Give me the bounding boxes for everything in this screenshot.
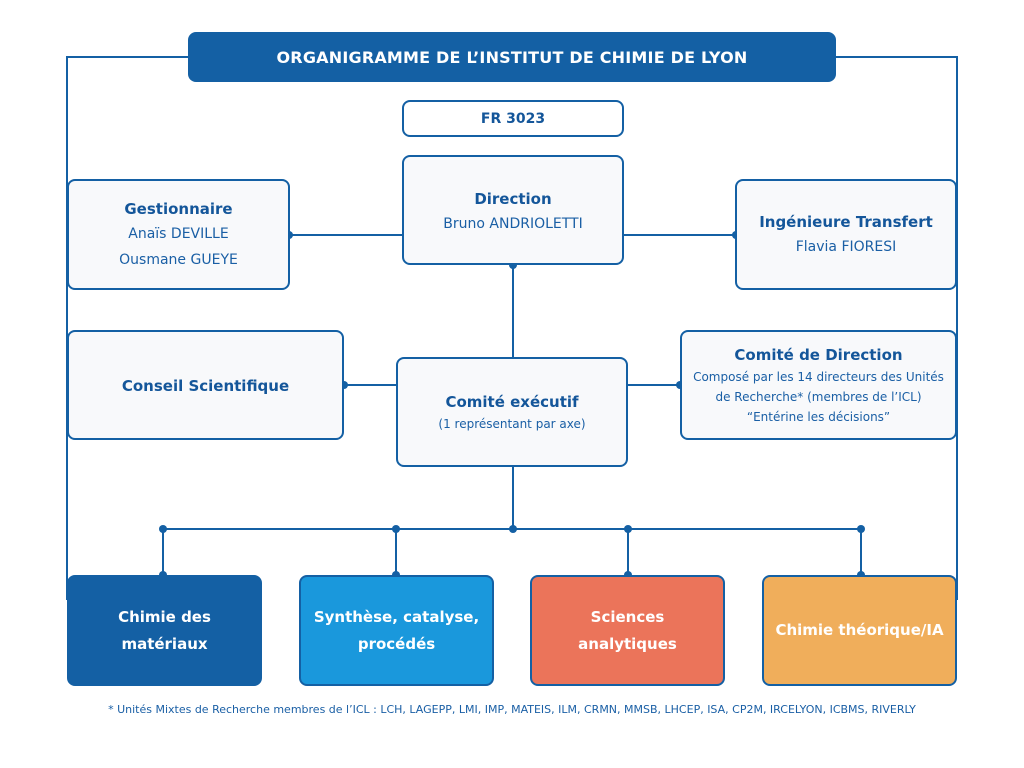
direction-box: Direction Bruno ANDRIOLETTI bbox=[402, 155, 624, 265]
direction-title: Direction bbox=[474, 190, 552, 208]
footnote: * Unités Mixtes de Recherche membres de … bbox=[108, 703, 916, 716]
axe-chimie-materiaux: Chimie des matériaux bbox=[67, 575, 262, 686]
ingenieure-transfert-name: Flavia FIORESI bbox=[795, 238, 897, 255]
comite-direction-line: Composé par les 14 directeurs des Unités bbox=[693, 370, 944, 384]
comite-direction-title: Comité de Direction bbox=[734, 346, 903, 364]
frame-right-line bbox=[836, 56, 958, 600]
connector-dot bbox=[624, 525, 632, 533]
comite-direction-box: Comité de Direction Composé par les 14 d… bbox=[680, 330, 957, 440]
fr-code-box: FR 3023 bbox=[402, 100, 624, 137]
chart-title-text: ORGANIGRAMME DE L’INSTITUT DE CHIMIE DE … bbox=[276, 47, 748, 67]
connector-dot bbox=[509, 525, 517, 533]
connector-dot bbox=[392, 525, 400, 533]
axe-label: Sciences analytiques bbox=[578, 607, 677, 653]
connector-dot bbox=[857, 525, 865, 533]
conseil-scientifique-title: Conseil Scientifique bbox=[121, 377, 290, 395]
axe-label: Synthèse, catalyse, procédés bbox=[313, 607, 480, 653]
ingenieure-transfert-title: Ingénieure Transfert bbox=[759, 212, 933, 231]
connector-dot bbox=[159, 525, 167, 533]
comite-direction-line: de Recherche* (membres de l’ICL) bbox=[715, 390, 922, 404]
ingenieure-transfert-box: Ingénieure Transfert Flavia FIORESI bbox=[735, 179, 957, 290]
fr-code: FR 3023 bbox=[480, 110, 546, 127]
direction-name: Bruno ANDRIOLETTI bbox=[443, 216, 583, 232]
axe-chimie-theorique: Chimie théorique/IA bbox=[762, 575, 957, 686]
comite-executif-subtitle: (1 représentant par axe) bbox=[438, 417, 586, 431]
comite-direction-line: “Entérine les décisions” bbox=[746, 410, 891, 424]
gestionnaire-box: Gestionnaire Anaïs DEVILLE Ousmane GUEYE bbox=[67, 179, 290, 290]
gestionnaire-title: Gestionnaire bbox=[124, 199, 233, 218]
comite-executif-title: Comité exécutif bbox=[445, 393, 579, 411]
gestionnaire-name: Anaïs DEVILLE bbox=[128, 225, 229, 242]
conseil-scientifique-box: Conseil Scientifique bbox=[67, 330, 344, 440]
axe-synthese-catalyse: Synthèse, catalyse, procédés bbox=[299, 575, 494, 686]
chart-title: ORGANIGRAMME DE L’INSTITUT DE CHIMIE DE … bbox=[188, 32, 836, 82]
frame-left-line bbox=[66, 56, 188, 600]
comite-executif-box: Comité exécutif (1 représentant par axe) bbox=[396, 357, 628, 467]
axe-sciences-analytiques: Sciences analytiques bbox=[530, 575, 725, 686]
axe-label: Chimie des matériaux bbox=[118, 607, 211, 653]
gestionnaire-name: Ousmane GUEYE bbox=[119, 251, 238, 268]
axe-label: Chimie théorique/IA bbox=[775, 621, 944, 639]
